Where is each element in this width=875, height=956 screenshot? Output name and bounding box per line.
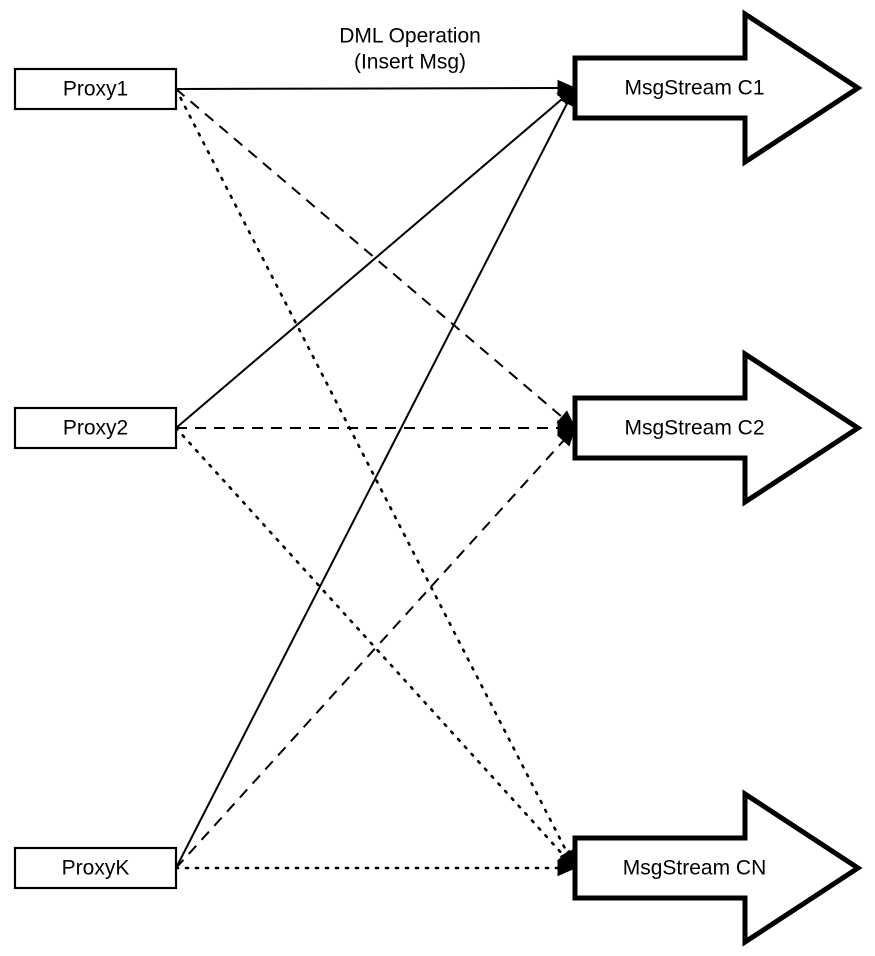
proxy-node-proxy1: Proxy1 [13, 67, 178, 111]
proxy-box [13, 406, 178, 450]
proxy-label: ProxyK [62, 857, 130, 880]
msgstream-label: MsgStream CN [623, 857, 767, 880]
edge-proxy1-to-c1 [175, 87, 559, 90]
edge-proxy1-to-c2 [175, 88, 563, 418]
proxy-label: Proxy2 [63, 417, 128, 440]
proxy-node-proxyk: ProxyK [13, 846, 178, 890]
msgstream-arrow-shape [572, 9, 863, 167]
edges-layer [174, 87, 569, 870]
arrowheads-layer [556, 79, 577, 877]
edge-proxy2-to-cn [174, 426, 565, 857]
arrowhead-proxyk-to-cn [557, 859, 577, 877]
msgstream-label: MsgStream C2 [624, 417, 764, 440]
edge-proxyk-to-c2 [175, 439, 565, 869]
arrowhead-proxyk-to-c2 [557, 427, 576, 447]
proxy-node-proxy2: Proxy2 [13, 406, 178, 450]
msgstream-node-c2: MsgStream C2 [572, 349, 863, 507]
msgstream-node-c1: MsgStream C1 [572, 9, 863, 167]
msgstream-arrow-shape [572, 349, 863, 507]
edge-proxyk-to-c1 [175, 102, 569, 869]
proxy-box [13, 846, 178, 890]
proxy-label: Proxy1 [63, 78, 128, 101]
msgstream-targets-layer: MsgStream C1 MsgStream C2 MsgStream CN [572, 9, 863, 947]
proxy-box [13, 67, 178, 111]
msgstream-node-cn: MsgStream CN [572, 789, 863, 947]
caption-layer: DML Operation (Insert Msg) [339, 25, 481, 74]
edge-proxy2-to-c1 [175, 98, 563, 429]
msgstream-arrow-shape [572, 789, 863, 947]
caption-line-2: (Insert Msg) [354, 51, 466, 74]
caption-line-1: DML Operation [339, 25, 481, 48]
msgstream-label: MsgStream C1 [624, 77, 764, 100]
edge-proxy1-to-cn [174, 87, 569, 855]
